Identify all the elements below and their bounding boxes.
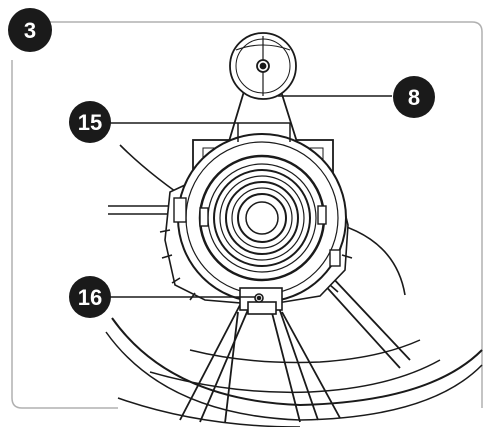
bottom-clamp bbox=[239, 287, 283, 315]
callout-8: 8 bbox=[393, 76, 435, 118]
callout-8-label: 8 bbox=[408, 85, 420, 110]
leader-lines bbox=[102, 95, 392, 298]
step-number: 3 bbox=[24, 18, 36, 43]
wheel-rim bbox=[105, 317, 483, 427]
panel-frame bbox=[11, 21, 483, 409]
callout-15-label: 15 bbox=[78, 110, 102, 135]
wheel-spokes bbox=[179, 274, 411, 424]
step-badge: 3 bbox=[8, 8, 52, 52]
callout-16-label: 16 bbox=[78, 285, 102, 310]
housing-clips bbox=[173, 197, 341, 267]
callout-16: 16 bbox=[69, 276, 111, 318]
callout-15: 15 bbox=[69, 101, 111, 143]
